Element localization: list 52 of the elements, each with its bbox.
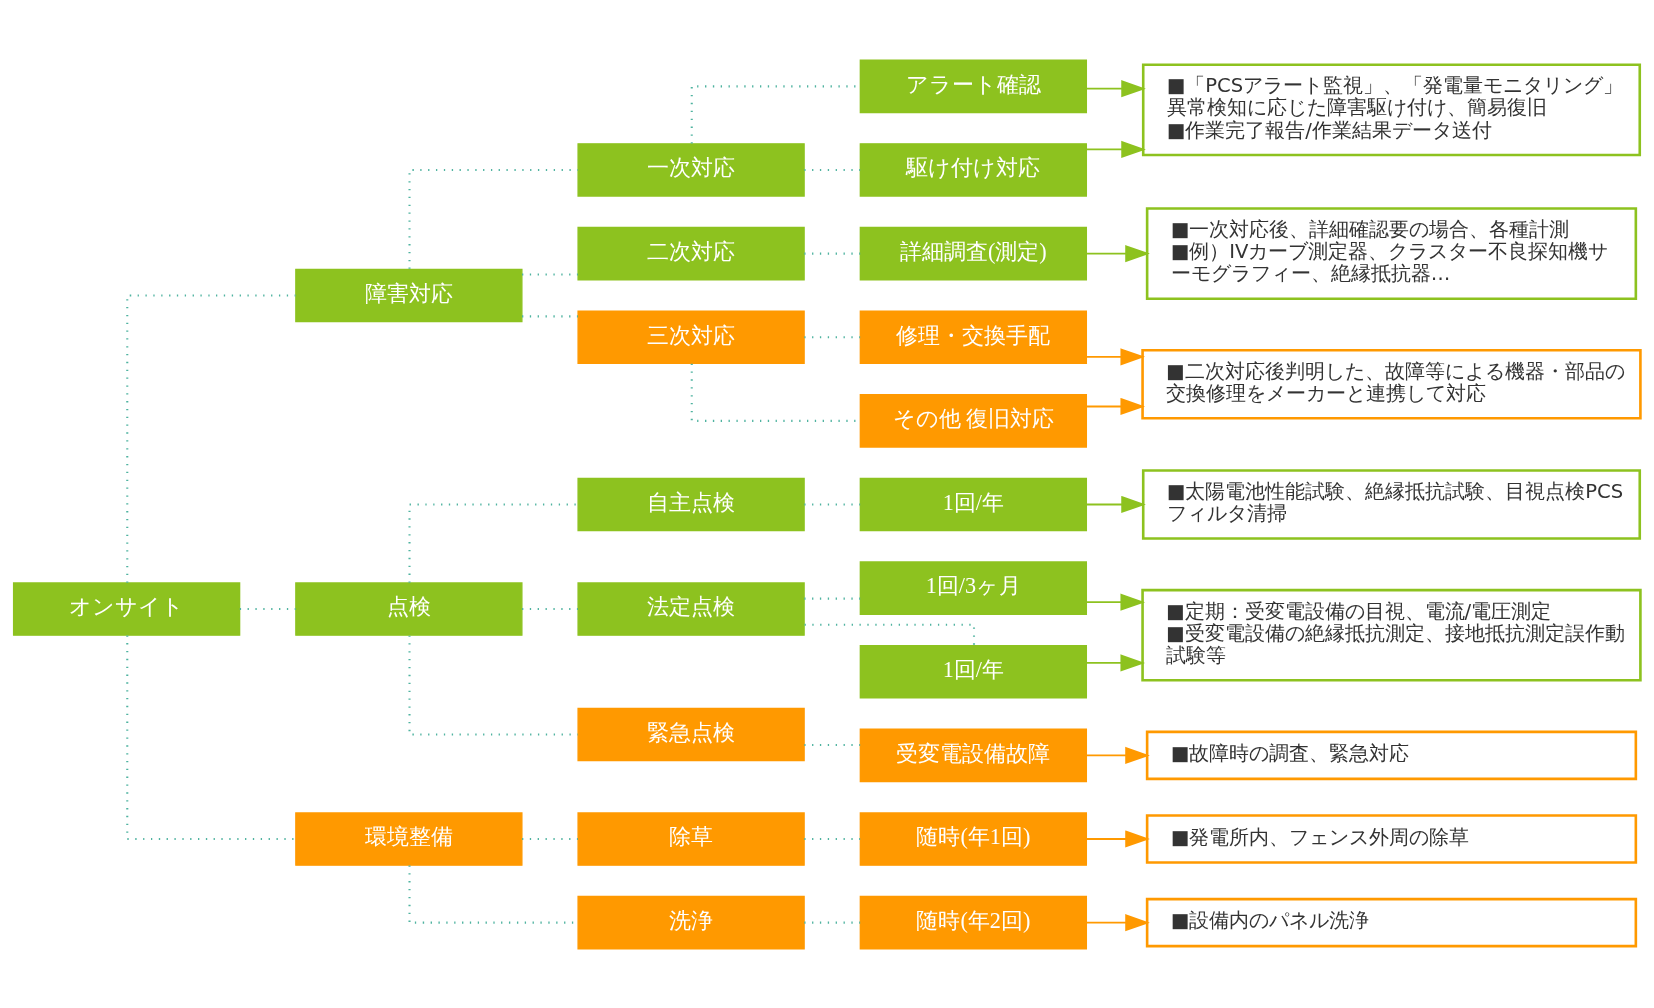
node-box: 1回/年: [859, 644, 1088, 699]
arrow: [1085, 140, 1146, 158]
node-box: オンサイト: [12, 581, 241, 636]
node-box: ■故障時の調査、緊急対応: [1145, 730, 1638, 780]
node-box: 緊急点検: [577, 707, 805, 761]
node-box: 1回/年: [859, 477, 1088, 531]
node-box: 三次対応: [577, 309, 805, 364]
connector: [522, 607, 578, 610]
node-box: 二次対応: [577, 226, 805, 280]
node-box: 詳細調査(測定): [859, 226, 1088, 280]
connector: [408, 635, 578, 736]
node-box: 法定点検: [577, 581, 805, 636]
node-box: 修理・交換手配: [859, 309, 1088, 364]
node-box: 自主点検: [577, 477, 805, 531]
arrow: [1085, 495, 1146, 513]
connector: [522, 837, 578, 840]
node-box: 環境整備: [295, 811, 523, 866]
node-box: ■二次対応後判明した、故障等による機器・部品の交換修理をメーカーと連携して対応: [1141, 348, 1642, 420]
connector: [522, 272, 578, 276]
arrow: [1085, 653, 1146, 672]
arrow: [1085, 913, 1150, 931]
node-box: ■「PCSアラート監視」、「発電量モニタリング」異常検知に応じた障害駆け付け、簡易復旧 ■作業完了報告/作業結果データ送付: [1141, 63, 1642, 156]
node-box: 障害対応: [295, 268, 523, 322]
arrow: [1085, 397, 1146, 415]
node-box: ■発電所内、フェンス外周の除草: [1145, 813, 1638, 864]
node-box: ■定期：受変電設備の目視、電流/電圧測定 ■受変電設備の絶縁抵抗測定、接地抵抗測定誤作動試験等: [1141, 588, 1642, 682]
node-box: 洗浄: [577, 895, 805, 949]
node-box: 点検: [295, 581, 523, 636]
connector: [126, 293, 296, 583]
connector: [522, 314, 578, 317]
arrow: [1085, 746, 1150, 764]
arrow: [1085, 593, 1146, 611]
connector: [126, 634, 296, 840]
node-box: 除草: [577, 811, 805, 866]
node-box: アラート確認: [859, 59, 1088, 113]
node-box: 随時(年2回): [859, 895, 1088, 949]
node-box: 一次対応: [577, 142, 805, 197]
arrow: [1085, 244, 1150, 262]
node-box: 1回/3ヶ月: [859, 560, 1088, 615]
connector: [408, 168, 578, 269]
connector: [408, 502, 578, 583]
arrow: [1085, 829, 1150, 848]
arrow: [1085, 79, 1146, 97]
arrow: [1085, 347, 1146, 365]
node-box: 駆け付け対応: [859, 142, 1088, 197]
node-box: ■太陽電池性能試験、絶縁抵抗試験、目視点検PCSフィルタ清掃: [1141, 468, 1642, 540]
node-box: その他 復旧対応: [859, 393, 1088, 448]
node-box: ■設備内のパネル洗浄: [1145, 897, 1638, 947]
node-box: 受変電設備故障: [859, 728, 1088, 782]
connector: [804, 623, 976, 645]
node-box: ■一次対応後、詳細確認要の場合、各種計測 ■例）IVカーブ測定器、クラスター不良探知機サーモグラフィー、絶縁抵抗器…: [1145, 206, 1638, 300]
node-box: 随時(年1回): [859, 811, 1088, 866]
